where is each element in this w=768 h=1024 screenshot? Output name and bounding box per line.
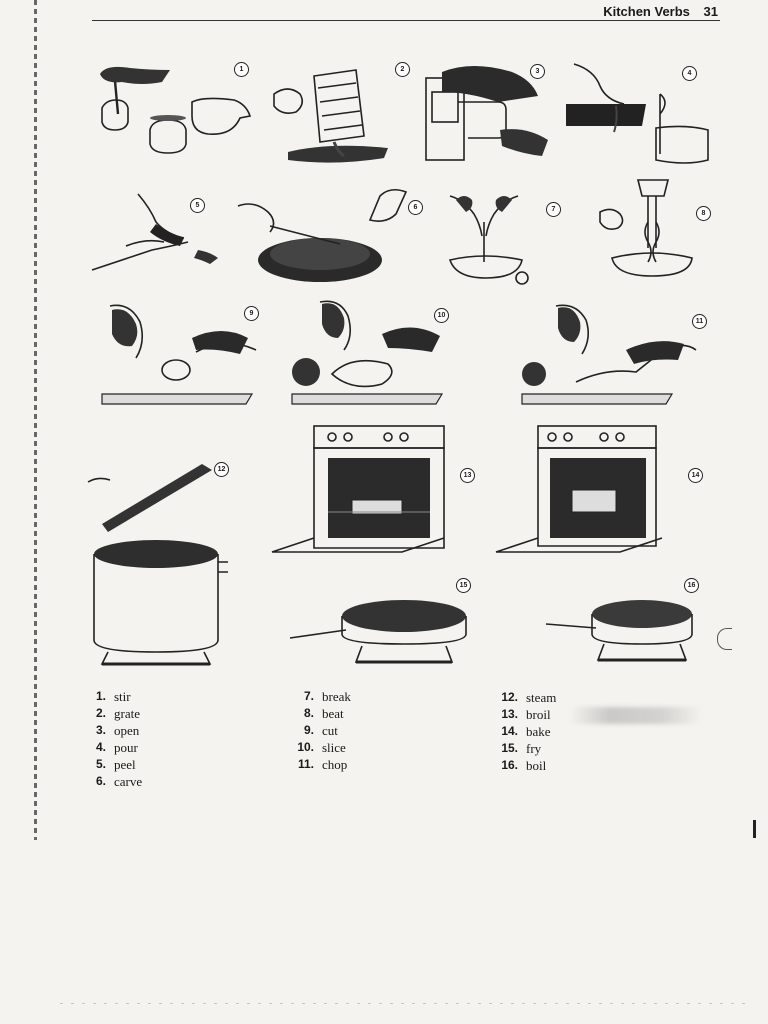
pour-icon [566, 63, 709, 164]
fry-pan-icon [289, 600, 467, 664]
figure-number-badge: 10 [434, 308, 449, 323]
illustration-steam: 12 [84, 452, 244, 674]
illustration-pour: 4 [560, 58, 720, 170]
figure-number-badge: 4 [682, 66, 697, 81]
open-can-icon [425, 66, 548, 161]
figure-number-badge: 3 [530, 64, 545, 79]
figure-number-badge: 12 [214, 462, 229, 477]
peel-icon [91, 193, 218, 271]
illustration-beat: 8 [586, 172, 718, 292]
illustration-peel: 5 [86, 186, 226, 292]
broil-oven-icon [271, 425, 445, 553]
figure-number-badge: 16 [684, 578, 699, 593]
figure-number-badge: 6 [408, 200, 423, 215]
illustration-carve: 6 [230, 176, 426, 290]
illustration-stir: 1 [92, 58, 262, 170]
illustration-boil: 16 [542, 576, 710, 672]
illustration-break: 7 [426, 182, 566, 292]
chapter-title: Kitchen Verbs [603, 4, 690, 19]
stir-icon [100, 66, 252, 154]
illustration-open: 3 [422, 58, 552, 170]
figure-number-badge: 5 [190, 198, 205, 213]
grate-icon [273, 69, 388, 163]
chop-icon [521, 304, 697, 405]
scan-edge-mark [717, 628, 732, 650]
illustration-fry: 15 [286, 576, 482, 672]
illustration-chop: 11 [516, 298, 712, 410]
running-head: Kitchen Verbs 31 [603, 2, 718, 22]
break-egg-icon [448, 195, 529, 285]
illustration-broil: 13 [266, 420, 478, 572]
figure-number-badge: 7 [546, 202, 561, 217]
steam-pot-icon [87, 464, 228, 666]
figure-number-badge: 15 [456, 578, 471, 593]
page-number: 31 [703, 4, 718, 19]
figure-number-badge: 2 [395, 62, 410, 77]
figure-number-badge: 14 [688, 468, 703, 483]
boil-pan-icon [545, 600, 693, 662]
carve-icon [237, 188, 408, 282]
figure-number-badge: 11 [692, 314, 707, 329]
illustration-grate: 2 [264, 58, 414, 170]
scan-noise [60, 1003, 750, 1004]
bake-oven-icon [495, 425, 663, 553]
scan-margin-line [34, 0, 37, 840]
scan-margin-mark [753, 820, 756, 838]
illustration-slice: 10 [286, 294, 454, 410]
cut-icon [101, 304, 257, 405]
illustration-bake: 14 [492, 420, 708, 572]
figure-number-badge: 8 [696, 206, 711, 221]
slice-icon [291, 300, 444, 405]
scan-smudge [570, 707, 702, 724]
figure-number-badge: 9 [244, 306, 259, 321]
figure-number-badge: 1 [234, 62, 249, 77]
illustration-cut: 9 [96, 298, 264, 410]
beat-icon [599, 179, 693, 277]
figure-number-badge: 13 [460, 468, 475, 483]
header-rule [92, 20, 720, 21]
